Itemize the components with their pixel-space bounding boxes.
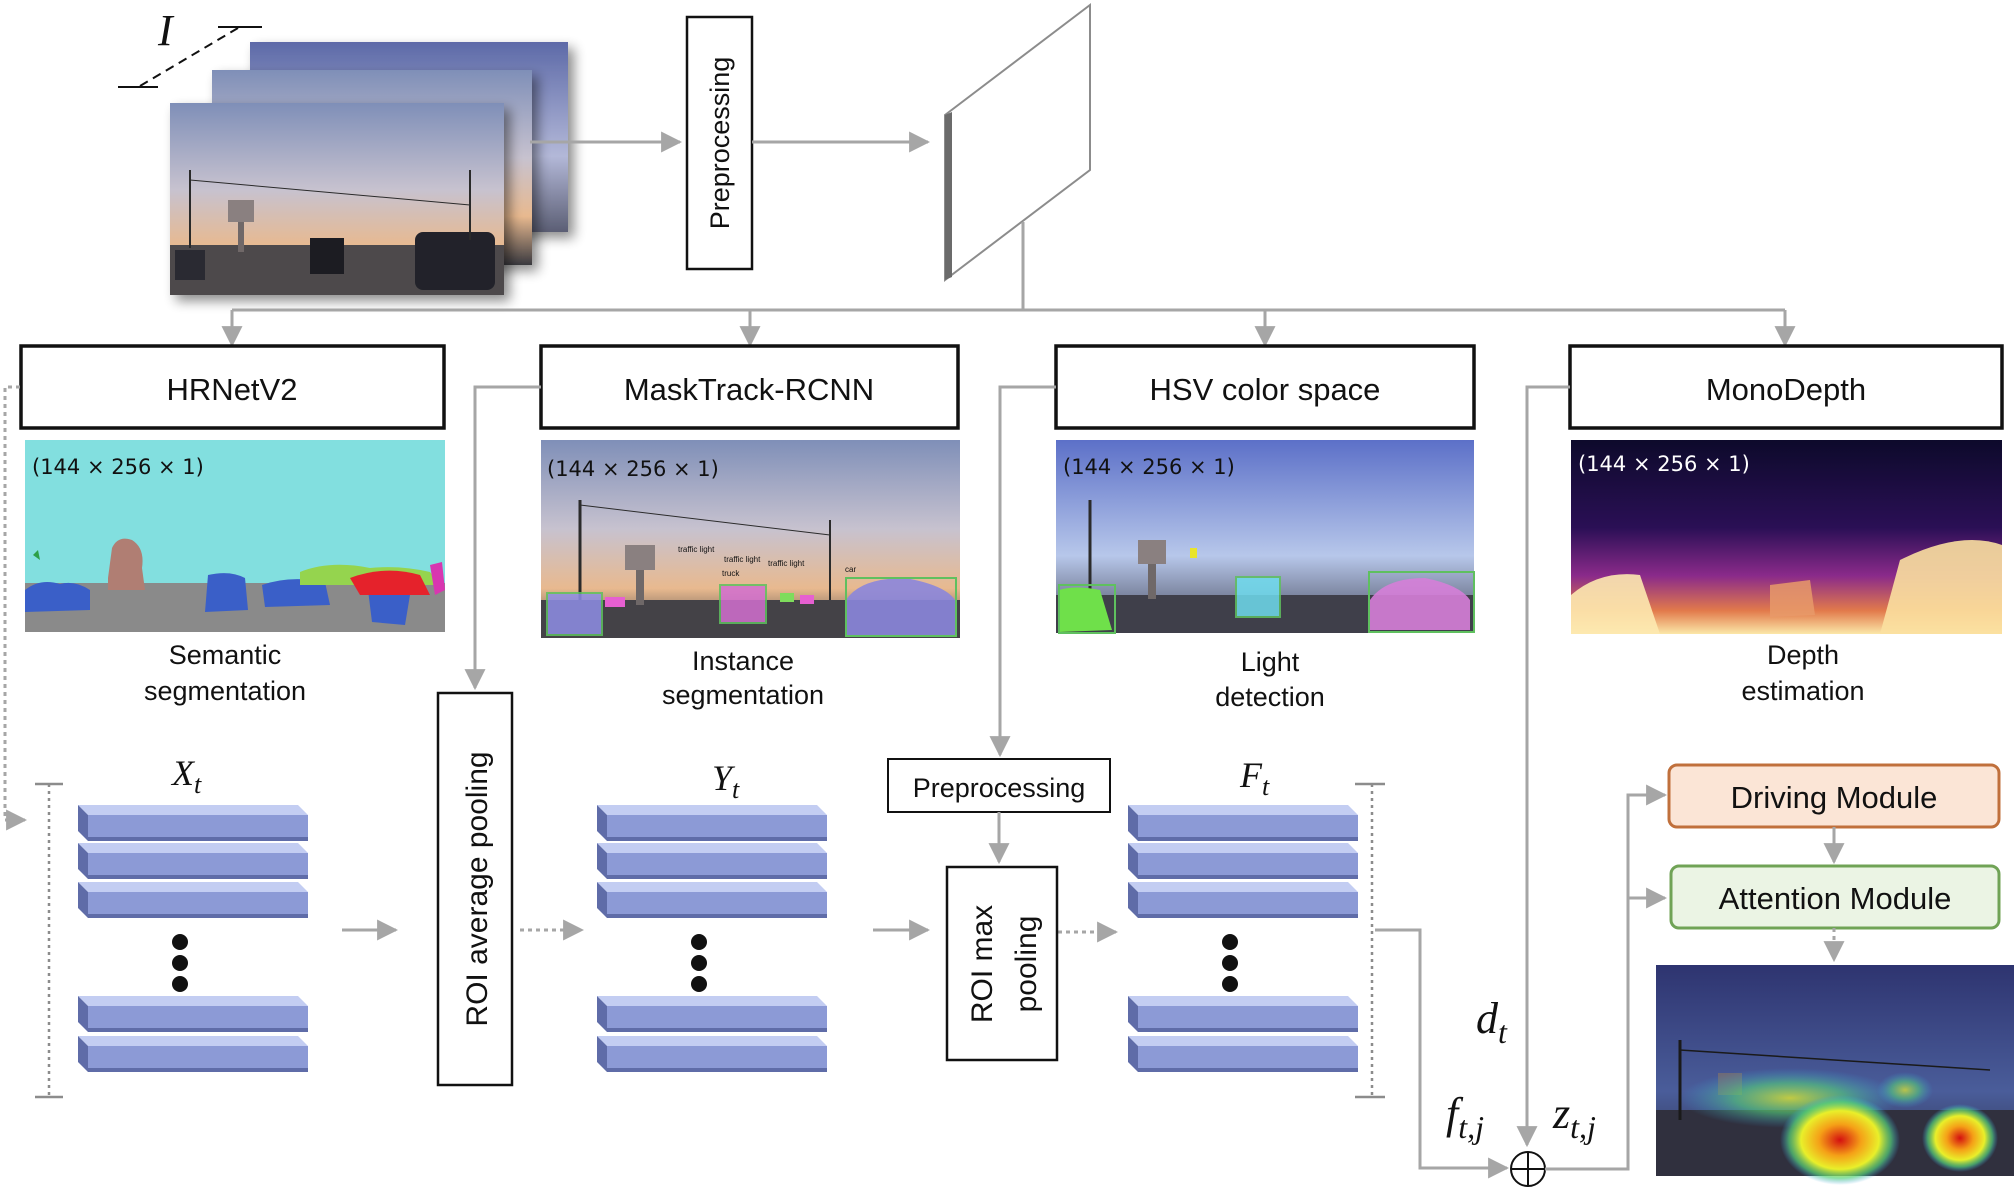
monodepth-dims: (144 × 256 × 1) <box>1578 452 1750 476</box>
slab-y-ellipsis-dot <box>691 934 707 950</box>
input-symbol: I <box>157 6 175 55</box>
slab-x-2 <box>78 843 308 879</box>
var-z: zt,j <box>1552 1089 1596 1145</box>
driving-module-box: Driving Module <box>1667 763 2001 829</box>
bracket-f <box>1355 782 1385 1099</box>
masktrack-caption-line1: Instance <box>692 646 794 676</box>
connector-hsv-to-preproc <box>989 385 1056 758</box>
feature-stack-y <box>597 805 827 1072</box>
masktrack-det-label-4: truck <box>722 569 740 578</box>
connector-monodepth-to-sum <box>1516 385 1570 1148</box>
stack-y-label: Yt <box>712 758 740 804</box>
hsv-dims: (144 × 256 × 1) <box>1063 455 1235 479</box>
slab-f-5 <box>1128 1036 1358 1072</box>
masktrack-det-label-5: car <box>845 565 856 574</box>
roi-max-pooling-label-2: pooling <box>1010 916 1043 1013</box>
input-depth-line <box>139 27 239 87</box>
preprocessing-top-box: Preprocessing <box>685 15 754 271</box>
slab-y-1 <box>597 805 827 841</box>
slab-f-ellipsis-dot <box>1222 976 1238 992</box>
hrnet-caption-line2: segmentation <box>144 676 306 706</box>
slab-y-ellipsis-dot <box>691 955 707 971</box>
roi-avg-pooling-label: ROI average pooling <box>461 751 494 1026</box>
driving-module-label: Driving Module <box>1731 780 1938 815</box>
slab-y-3 <box>597 882 827 918</box>
module-masktrack-box: MaskTrack-RCNN <box>539 344 960 430</box>
bracket-x <box>35 782 63 1099</box>
depth-estimation-image: (144 × 256 × 1) <box>1571 440 2002 634</box>
slab-f-3 <box>1128 882 1358 918</box>
slab-x-ellipsis-dot <box>172 934 188 950</box>
slab-x-3 <box>78 882 308 918</box>
slab-f-2 <box>1128 843 1358 879</box>
masktrack-caption-line2: segmentation <box>662 680 824 710</box>
module-hrnet-box: HRNetV2 <box>19 344 446 430</box>
monodepth-caption-line2: estimation <box>1741 676 1864 706</box>
slab-f-1 <box>1128 805 1358 841</box>
module-monodepth-title: MonoDepth <box>1706 372 1866 407</box>
slab-f-4 <box>1128 996 1358 1032</box>
input-frame-1 <box>170 103 504 295</box>
sum-operator-icon <box>1510 1151 1546 1187</box>
instance-segmentation-image: traffic light traffic light traffic ligh… <box>541 440 960 638</box>
module-monodepth-box: MonoDepth <box>1568 344 2004 430</box>
preprocessing-top-label: Preprocessing <box>705 57 735 230</box>
light-detection-image: (144 × 256 × 1) <box>1056 440 1475 634</box>
roi-avg-pooling-box: ROI average pooling <box>436 691 514 1087</box>
slab-f-ellipsis-dot <box>1222 934 1238 950</box>
slab-y-ellipsis-dot <box>691 976 707 992</box>
feature-plane <box>944 2 1091 283</box>
arrow-f-to-sum <box>1375 928 1510 1179</box>
slab-x-ellipsis-dot <box>172 955 188 971</box>
slab-x-4 <box>78 996 308 1032</box>
connector-hrnet-to-x <box>3 385 28 831</box>
distribution-arrows <box>221 222 1796 348</box>
arrow-sum-to-driving <box>1545 784 1668 1171</box>
var-f: ft,j <box>1446 1089 1484 1145</box>
input-frame-stack: I <box>118 6 568 295</box>
roi-max-pooling-box: ROI max pooling <box>945 865 1059 1062</box>
stack-f-label: Ft <box>1239 755 1270 801</box>
preprocessing-mid-label: Preprocessing <box>913 773 1086 803</box>
masktrack-det-label-1: traffic light <box>678 545 715 554</box>
preprocessing-mid-box: Preprocessing <box>887 758 1111 813</box>
attention-module-label: Attention Module <box>1719 881 1952 916</box>
slab-x-5 <box>78 1036 308 1072</box>
monodepth-caption-line1: Depth <box>1767 640 1839 670</box>
attention-heatmap-image <box>1656 965 2014 1185</box>
hsv-caption-line1: Light <box>1241 647 1300 677</box>
hsv-caption-line2: detection <box>1215 682 1325 712</box>
stack-x-label: Xt <box>170 753 202 799</box>
masktrack-det-label-3: traffic light <box>768 559 805 568</box>
semantic-segmentation-image: (144 × 256 × 1) <box>25 440 445 632</box>
masktrack-dims: (144 × 256 × 1) <box>547 457 719 481</box>
slab-y-2 <box>597 843 827 879</box>
module-hrnet-title: HRNetV2 <box>167 372 298 407</box>
module-hsv-box: HSV color space <box>1054 344 1476 430</box>
feature-stack-f <box>1128 805 1358 1072</box>
connector-masktrack-to-roi-avg <box>464 385 541 691</box>
roi-max-pooling-label-1: ROI max <box>966 905 999 1023</box>
slab-f-ellipsis-dot <box>1222 955 1238 971</box>
masktrack-det-label-2: traffic light <box>724 555 761 564</box>
slab-y-4 <box>597 996 827 1032</box>
var-d: dt <box>1476 994 1508 1050</box>
feature-stack-x <box>78 805 308 1072</box>
hrnet-caption-line1: Semantic <box>169 640 282 670</box>
module-hsv-title: HSV color space <box>1150 372 1381 407</box>
slab-y-5 <box>597 1036 827 1072</box>
attention-module-box: Attention Module <box>1669 864 2001 930</box>
hrnet-dims: (144 × 256 × 1) <box>32 455 204 479</box>
slab-x-ellipsis-dot <box>172 976 188 992</box>
module-masktrack-title: MaskTrack-RCNN <box>624 372 874 407</box>
slab-x-1 <box>78 805 308 841</box>
